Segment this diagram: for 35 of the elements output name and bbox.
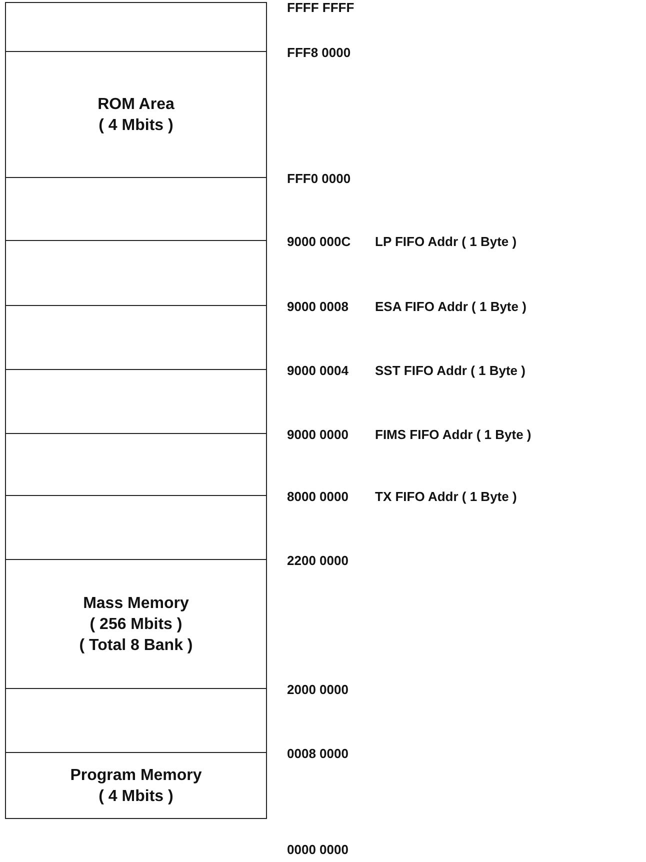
address-label: 2200 0000 (287, 553, 348, 569)
memory-region-box (5, 496, 267, 560)
memory-region-box (5, 52, 267, 178)
address-label: FFF8 0000 (287, 45, 351, 61)
memory-region-box (5, 753, 267, 819)
memory-region-box (5, 689, 267, 753)
address-label: 9000 0000 (287, 427, 348, 443)
region-label: Program Memory (70, 766, 202, 786)
fifo-address-label: LP FIFO Addr ( 1 Byte ) (375, 234, 517, 250)
fifo-address-label: FIMS FIFO Addr ( 1 Byte ) (375, 427, 532, 443)
address-label: 0008 0000 (287, 746, 348, 762)
address-label: 2000 0000 (287, 682, 348, 698)
region-label: ( Total 8 Bank ) (79, 636, 193, 656)
memory-region-box (5, 241, 267, 306)
address-label: 9000 0004 (287, 363, 348, 379)
region-label: ( 4 Mbits ) (98, 786, 174, 806)
address-label: FFF0 0000 (287, 171, 351, 187)
fifo-address-label: TX FIFO Addr ( 1 Byte ) (375, 489, 517, 505)
region-label: ( 4 Mbits ) (98, 116, 174, 136)
address-label: FFFF FFFF (287, 0, 354, 16)
memory-region-box (5, 560, 267, 689)
address-label: 8000 0000 (287, 489, 348, 505)
region-label: ( 256 Mbits ) (90, 614, 182, 634)
memory-region-box (5, 306, 267, 370)
address-label: 9000 000C (287, 234, 351, 250)
address-label: 9000 0008 (287, 299, 348, 315)
fifo-address-label: SST FIFO Addr ( 1 Byte ) (375, 363, 526, 379)
memory-region-box (5, 434, 267, 496)
region-label: Mass Memory (83, 594, 189, 614)
memory-region-box (5, 2, 267, 52)
fifo-address-label: ESA FIFO Addr ( 1 Byte ) (375, 299, 526, 315)
memory-region-box (5, 178, 267, 241)
memory-region-box (5, 370, 267, 434)
region-label: ROM Area (98, 94, 174, 114)
address-label: 0000 0000 (287, 842, 348, 858)
